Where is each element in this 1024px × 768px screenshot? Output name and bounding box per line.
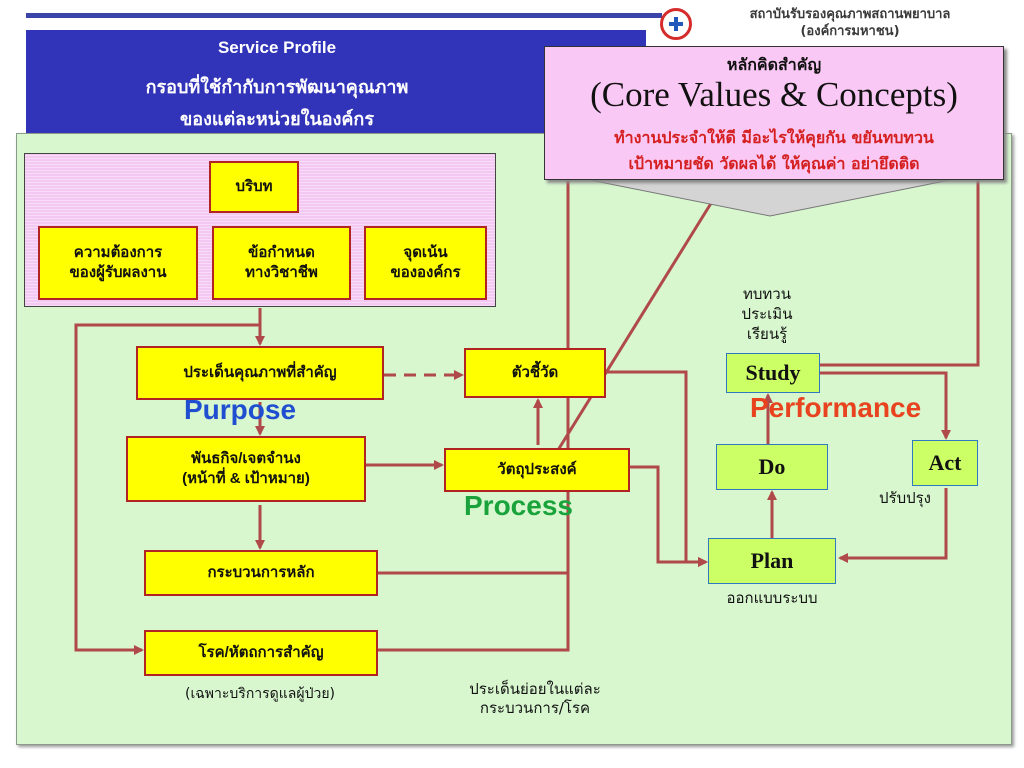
org-line-1: สถาบันรับรองคุณภาพสถานพยาบาล bbox=[749, 7, 951, 22]
study-box: Study bbox=[726, 353, 820, 393]
title-box: Service Profile กรอบที่ใช้กำกับการพัฒนาค… bbox=[26, 30, 528, 134]
title-line-2: กรอบที่ใช้กำกับการพัฒนาคุณภาพ bbox=[145, 77, 409, 97]
callout-body: ทำงานประจำให้ดี มีอะไรให้คุยกัน ขยันทบทว… bbox=[545, 125, 1003, 177]
professional-standards-box: ข้อกำหนด ทางวิชาชีพ bbox=[212, 226, 351, 300]
plan-box: Plan bbox=[708, 538, 836, 584]
arrow-callout-to-objective bbox=[548, 191, 720, 465]
title-line-1: Service Profile bbox=[217, 38, 337, 57]
core-values-callout: หลักคิดสำคัญ (Core Values & Concepts) ทำ… bbox=[544, 46, 1004, 180]
plan-note: ออกแบบระบบ bbox=[726, 589, 818, 607]
context-title-box: บริบท bbox=[209, 161, 299, 213]
core-process-box: กระบวนการหลัก bbox=[144, 550, 378, 596]
sub-issues-note-line-2: กระบวนการ/โรค bbox=[479, 699, 591, 717]
header-line bbox=[26, 13, 662, 18]
objective-box: วัตถุประสงค์ bbox=[444, 448, 630, 492]
sub-issues-note: ประเด็นย่อยในแต่ละ กระบวนการ/โรค bbox=[420, 680, 650, 718]
callout-title: (Core Values & Concepts) bbox=[590, 75, 958, 114]
callout-pointer bbox=[589, 179, 951, 217]
hospital-cross-logo-icon bbox=[660, 8, 692, 40]
patient-care-note: (เฉพาะบริการดูแลผู้ป่วย) bbox=[185, 686, 335, 702]
process-label: Process bbox=[464, 490, 573, 521]
key-disease-box: โรค/หัตถการสำคัญ bbox=[144, 630, 378, 676]
do-box: Do bbox=[716, 444, 828, 490]
arrow-objective-to-plan bbox=[630, 465, 708, 567]
performance-label: Performance bbox=[750, 392, 922, 423]
study-note-line-1: ทบทวน bbox=[743, 285, 791, 303]
customer-needs-box: ความต้องการ ของผู้รับผลงาน bbox=[38, 226, 198, 300]
arrow-study-to-act bbox=[820, 371, 951, 440]
organization-name: สถาบันรับรองคุณภาพสถานพยาบาล (องค์การมหา… bbox=[700, 6, 1000, 40]
study-note: ทบทวน ประเมิน เรียนรู้ bbox=[720, 284, 814, 344]
indicator-box: ตัวชี้วัด bbox=[464, 348, 606, 398]
act-note: ปรับปรุง bbox=[878, 489, 931, 507]
callout-heading: หลักคิดสำคัญ bbox=[726, 55, 822, 74]
callout-line-2: เป้าหมายชัด วัดผลได้ ให้คุณค่า อย่ายึดติ… bbox=[628, 154, 920, 173]
mission-box: พันธกิจ/เจตจำนง (หน้าที่ & เป้าหมาย) bbox=[126, 436, 366, 502]
org-line-2: (องค์การมหาชน) bbox=[800, 24, 900, 39]
study-note-line-2: ประเมิน bbox=[741, 305, 793, 323]
organization-focus-box: จุดเน้น ขององค์กร bbox=[364, 226, 487, 300]
line-disease-up bbox=[378, 573, 570, 652]
line-study-up bbox=[820, 150, 980, 367]
sub-issues-note-line-1: ประเด็นย่อยในแต่ละ bbox=[469, 680, 601, 698]
title-line-3: ของแต่ละหน่วยในองค์กร bbox=[179, 109, 375, 129]
study-note-line-3: เรียนรู้ bbox=[746, 325, 788, 343]
callout-line-1: ทำงานประจำให้ดี มีอะไรให้คุยกัน ขยันทบทว… bbox=[614, 128, 934, 147]
quality-issues-box: ประเด็นคุณภาพที่สำคัญ bbox=[136, 346, 384, 400]
purpose-label: Purpose bbox=[184, 394, 297, 425]
act-box: Act bbox=[912, 440, 978, 486]
arrow-act-to-plan bbox=[838, 488, 948, 563]
arrow-context-to-disease bbox=[74, 323, 260, 655]
